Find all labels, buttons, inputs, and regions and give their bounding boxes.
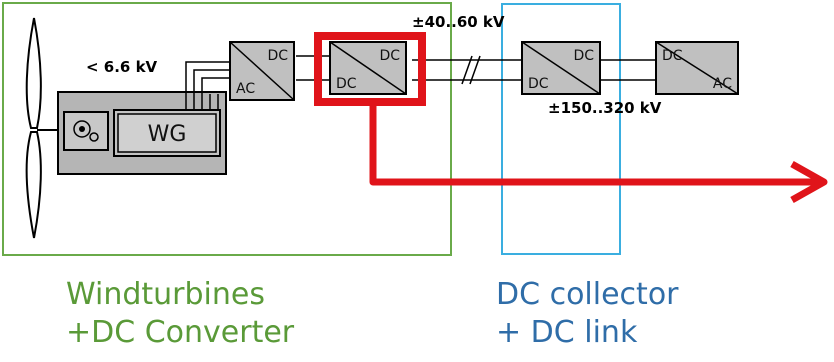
svg-text:AC: AC [236, 81, 255, 97]
gearbox-icon [73, 120, 99, 142]
dc-bus [296, 55, 656, 81]
collector-region-box [501, 3, 621, 255]
converter-dc-ac: DC AC [655, 41, 739, 95]
converter-ac-dc: DC AC [229, 41, 295, 101]
svg-text:DC: DC [662, 48, 683, 64]
collector-caption-line1: DC collector [496, 277, 679, 312]
collector-region-caption: DC collector + DC link [496, 276, 679, 352]
voltage-transmission-label: ±150..320 kV [548, 99, 662, 117]
turbine-region-box [2, 2, 452, 256]
nacelle: WG [57, 91, 227, 175]
svg-text:DC: DC [267, 48, 288, 64]
converter-dc-dc-collector: DC DC [521, 41, 601, 95]
generator-label: WG [148, 122, 187, 147]
highlight-arrow-icon [369, 102, 828, 204]
svg-text:AC: AC [713, 76, 732, 92]
voltage-collector-label: ±40..60 kV [412, 13, 505, 31]
turbine-caption-line2: +DC Converter [66, 315, 295, 350]
cable-break-icon [461, 55, 481, 85]
voltage-generator-label: < 6.6 kV [86, 58, 158, 76]
turbine-blades-icon [25, 17, 42, 239]
converter-dc-dc-turbine: DC DC [329, 41, 407, 95]
svg-text:DC: DC [336, 76, 357, 92]
ac-cables [185, 61, 230, 110]
svg-text:DC: DC [573, 48, 594, 64]
svg-text:DC: DC [528, 76, 549, 92]
svg-text:DC: DC [379, 48, 400, 64]
turbine-region-caption: Windturbines +DC Converter [66, 276, 294, 352]
turbine-caption-line1: Windturbines [66, 277, 265, 312]
collector-caption-line2: + DC link [496, 315, 638, 350]
